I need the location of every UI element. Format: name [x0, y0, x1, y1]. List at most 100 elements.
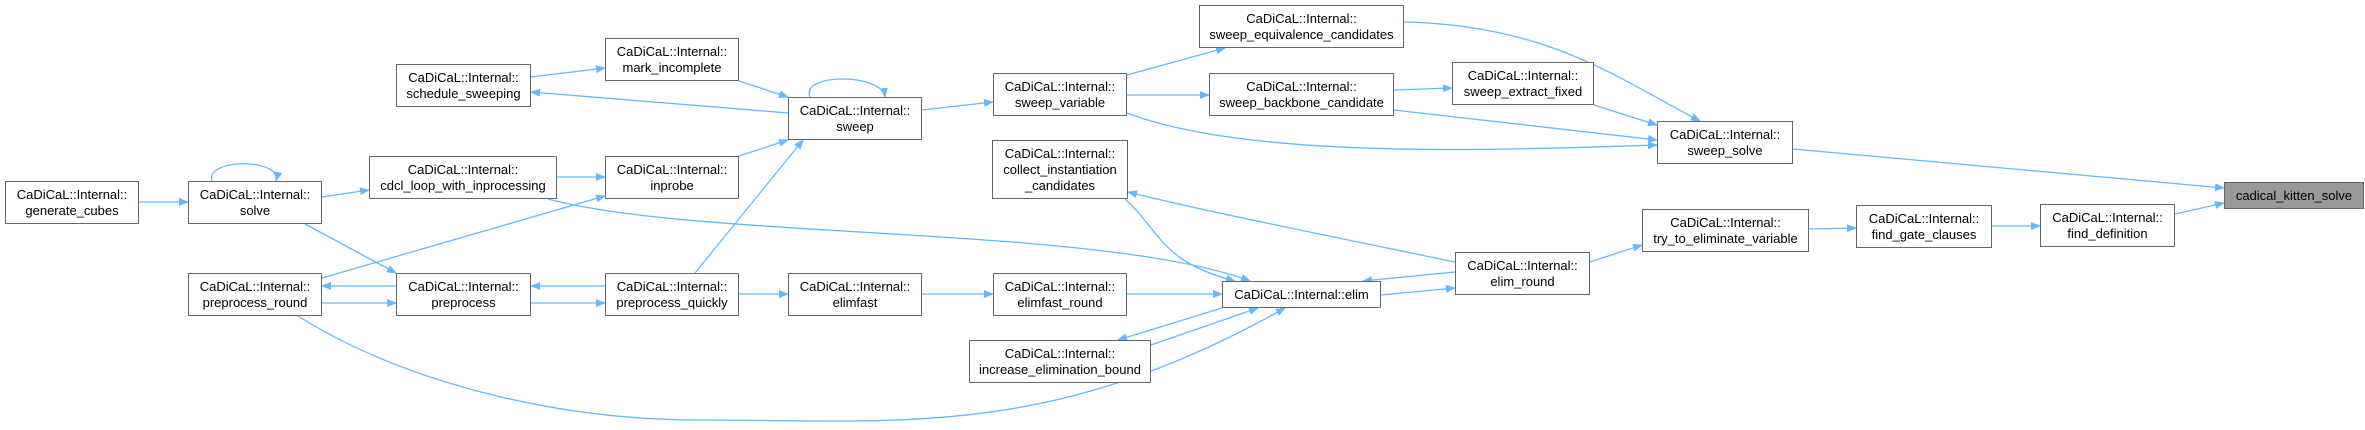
edge-elim_round-to-try_to_eliminate_variable	[1589, 243, 1643, 263]
node-sweep-solve[interactable]: CaDiCaL::Internal::sweep_solve	[1657, 121, 1793, 164]
node-label-line: CaDiCaL::Internal::	[1669, 126, 1781, 142]
node-cdcl-loop[interactable]: CaDiCaL::Internal::cdcl_loop_with_inproc…	[369, 156, 557, 199]
node-label-line: sweep	[836, 118, 874, 134]
edge-solve-to-cdcl_loop	[321, 187, 370, 198]
node-label-line: elimfast	[832, 294, 878, 310]
node-label-line: sweep_equivalence_candidates	[1209, 26, 1394, 42]
node-preprocess-quickly[interactable]: CaDiCaL::Internal::preprocess_quickly	[605, 273, 739, 316]
node-label-line: CaDiCaL::Internal::	[799, 102, 911, 118]
node-label-line: CaDiCaL::Internal::	[616, 43, 728, 59]
node-increase-elimination-bound[interactable]: CaDiCaL::Internal::increase_elimination_…	[969, 340, 1151, 383]
node-solve[interactable]: CaDiCaL::Internal::solve	[188, 181, 322, 224]
node-label-line: elim_round	[1490, 273, 1555, 289]
edge-sweep_variable-to-sweep_equivalence_candidates	[1126, 46, 1226, 76]
edge-sweep-to-sweep_variable	[921, 99, 994, 111]
node-label-line: mark_incomplete	[622, 59, 722, 75]
edge-sweep-to-schedule_sweeping	[530, 88, 789, 114]
node-elim-round[interactable]: CaDiCaL::Internal::elim_round	[1455, 252, 1590, 295]
node-label-line: CaDiCaL::Internal::	[1004, 145, 1116, 161]
node-label-line: CaDiCaL::Internal::	[1670, 214, 1781, 230]
node-label-line: preprocess_quickly	[616, 294, 728, 310]
node-label-line: CaDiCaL::Internal::	[1004, 278, 1116, 294]
node-label-line: sweep_extract_fixed	[1463, 83, 1583, 99]
edge-sweep_variable-to-sweep_solve	[1126, 112, 1658, 151]
node-label-line: CaDiCaL::Internal::	[616, 161, 728, 177]
edge-find_definition-to-cadical_kitten_solve	[2174, 201, 2225, 215]
node-sweep-backbone-candidate[interactable]: CaDiCaL::Internal::sweep_backbone_candid…	[1209, 73, 1394, 116]
node-try-to-eliminate-variable[interactable]: CaDiCaL::Internal::try_to_eliminate_vari…	[1642, 209, 1809, 252]
node-find-definition[interactable]: CaDiCaL::Internal::find_definition	[2040, 204, 2175, 247]
node-inprobe[interactable]: CaDiCaL::Internal::inprobe	[605, 156, 739, 199]
node-elimfast-round[interactable]: CaDiCaL::Internal::elimfast_round	[993, 273, 1127, 316]
node-label-line: CaDiCaL::Internal::elim	[1234, 286, 1369, 302]
edge-sweep_backbone_candidate-to-sweep_extract_fixed	[1393, 84, 1453, 93]
node-label-line: CaDiCaL::Internal::	[1868, 210, 1980, 226]
node-label-line: preprocess_round	[202, 294, 308, 310]
node-label-line: CaDiCaL::Internal::	[1004, 345, 1116, 361]
node-label-line: CaDiCaL::Internal::	[407, 161, 519, 177]
node-label-line: CaDiCaL::Internal::	[408, 278, 519, 294]
edge-preprocess_round-to-elim	[297, 307, 1286, 422]
node-label-line: CaDiCaL::Internal::	[1004, 78, 1116, 94]
node-cadical-kitten-solve[interactable]: cadical_kitten_solve	[2224, 182, 2364, 209]
edge-elim_round-to-elim	[1362, 271, 1456, 285]
node-elimfast[interactable]: CaDiCaL::Internal::elimfast	[788, 273, 922, 316]
node-label-line: increase_elimination_bound	[979, 361, 1141, 377]
node-label-line: CaDiCaL::Internal::	[199, 278, 311, 294]
edge-sweep_equivalence_candidates-to-sweep_solve	[1403, 21, 1701, 122]
node-label-line: CaDiCaL::Internal::	[2052, 209, 2163, 225]
node-label-line: try_to_eliminate_variable	[1653, 230, 1798, 246]
node-label-line: _candidates	[1024, 177, 1096, 193]
edge-schedule_sweeping-to-mark_incomplete	[530, 65, 606, 78]
node-label-line: sweep_variable	[1014, 94, 1106, 110]
node-label-line: CaDiCaL::Internal::	[199, 186, 311, 202]
node-preprocess[interactable]: CaDiCaL::Internal::preprocess	[396, 273, 531, 316]
edge-elim-to-increase_elimination_bound	[1117, 307, 1223, 342]
node-sweep[interactable]: CaDiCaL::Internal::sweep	[788, 97, 922, 140]
node-label-line: CaDiCaL::Internal::	[616, 278, 728, 294]
edge-sweep_backbone_candidate-to-sweep_solve	[1393, 109, 1658, 143]
node-label-line: cdcl_loop_with_inprocessing	[380, 177, 546, 193]
edge-sweep-to-sweep	[808, 78, 888, 98]
edge-sweep_solve-to-cadical_kitten_solve	[1792, 148, 2225, 192]
edge-preprocess_round-to-inprobe	[321, 194, 606, 279]
node-generate-cubes[interactable]: CaDiCaL::Internal::generate_cubes	[5, 181, 139, 224]
edge-mark_incomplete-to-sweep	[738, 80, 789, 99]
node-label-line: preprocess	[431, 294, 496, 310]
edge-increase_elimination_bound-to-elim	[1150, 307, 1259, 346]
node-label-line: find_gate_clauses	[1871, 226, 1977, 242]
node-collect-instantiation-candidates[interactable]: CaDiCaL::Internal::collect_instantiation…	[992, 140, 1128, 199]
node-find-gate-clauses[interactable]: CaDiCaL::Internal::find_gate_clauses	[1856, 205, 1992, 248]
edge-inprobe-to-sweep	[738, 138, 789, 157]
node-label-line: CaDiCaL::Internal::	[1246, 10, 1357, 26]
node-sweep-variable[interactable]: CaDiCaL::Internal::sweep_variable	[993, 73, 1127, 116]
node-label-line: CaDiCaL::Internal::	[799, 278, 911, 294]
node-label-line: elimfast_round	[1017, 294, 1103, 310]
edge-collect_instantiation_candidates-to-elim	[1124, 198, 1236, 283]
node-schedule-sweeping[interactable]: CaDiCaL::Internal::schedule_sweeping	[396, 64, 531, 107]
node-label-line: find_definition	[2067, 225, 2148, 241]
node-sweep-extract-fixed[interactable]: CaDiCaL::Internal::sweep_extract_fixed	[1452, 62, 1594, 105]
node-preprocess-round[interactable]: CaDiCaL::Internal::preprocess_round	[188, 273, 322, 316]
node-label-line: schedule_sweeping	[406, 85, 521, 101]
node-sweep-equivalence-candidates[interactable]: CaDiCaL::Internal::sweep_equivalence_can…	[1199, 5, 1404, 48]
edge-preprocess_quickly-to-sweep	[694, 139, 804, 274]
node-label-line: CaDiCaL::Internal::	[16, 186, 128, 202]
node-mark-incomplete[interactable]: CaDiCaL::Internal::mark_incomplete	[605, 38, 739, 81]
edge-elim_round-to-collect_instantiation_candidates	[1127, 190, 1456, 263]
node-elim[interactable]: CaDiCaL::Internal::elim	[1222, 281, 1381, 308]
edge-solve-to-preprocess	[304, 223, 397, 274]
edge-try_to_eliminate_variable-to-find_gate_clauses	[1808, 224, 1857, 233]
edge-solve-to-solve	[211, 163, 283, 182]
edge-elim-to-elim_round	[1380, 284, 1456, 296]
edge-cdcl_loop-to-elim	[547, 198, 1251, 282]
node-label-line: CaDiCaL::Internal::	[1246, 78, 1357, 94]
node-label-line: cadical_kitten_solve	[2235, 187, 2353, 203]
node-label-line: solve	[239, 202, 271, 218]
node-label-line: CaDiCaL::Internal::	[1467, 257, 1578, 273]
node-label-line: sweep_backbone_candidate	[1219, 94, 1384, 110]
node-label-line: CaDiCaL::Internal::	[408, 69, 519, 85]
node-label-line: collect_instantiation	[1003, 161, 1117, 177]
edge-sweep_extract_fixed-to-sweep_solve	[1593, 104, 1658, 127]
